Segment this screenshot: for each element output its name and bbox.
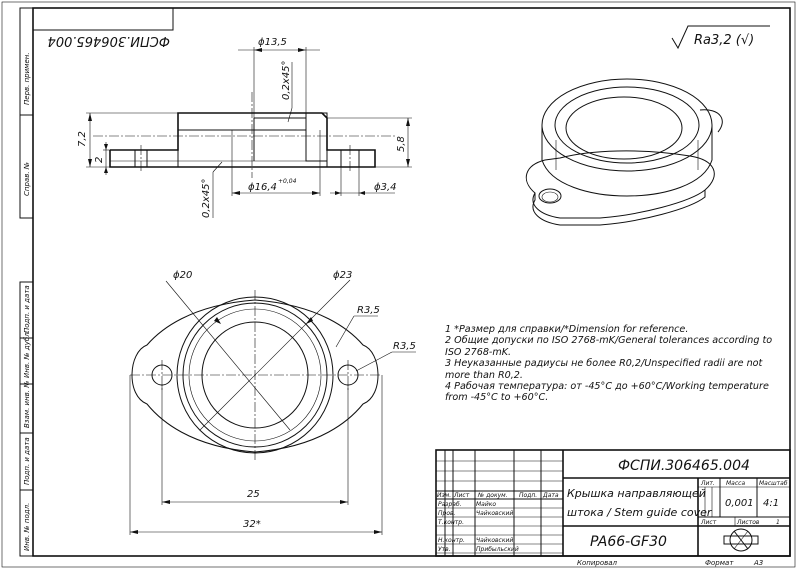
tb-razrab-role: Разраб. xyxy=(438,501,462,508)
strip-sprav-no: Справ. № xyxy=(23,162,31,196)
strip-podp-data-1: Подп. и дата xyxy=(23,285,31,333)
mirrored-doc-number: ФСПИ.306465.004 xyxy=(48,33,170,48)
note-2: 2 Общие допуски по ISO 2768-mK/General t… xyxy=(445,335,773,358)
tb-col-podp: Подп. xyxy=(519,492,537,499)
tb-scale-label: Масштаб xyxy=(759,480,788,487)
roughness-symbol: Ra3,2 (√) xyxy=(671,25,770,50)
note-4: 4 Рабочая температура: от -45°C до +60°C… xyxy=(445,381,769,404)
dim-h5-8: 5,8 xyxy=(396,136,407,152)
roughness-label: Ra3,2 (√) xyxy=(694,33,754,48)
title-line-1: Крышка направляющей xyxy=(567,487,706,500)
isometric-view xyxy=(525,78,723,226)
dim-r3-5-a: R3,5 xyxy=(357,305,380,316)
tb-razrab-name: Майко xyxy=(476,501,496,508)
dim-d16-4: ϕ16,4 xyxy=(248,182,277,193)
note-1: 1 *Размер для справки/*Dimension for ref… xyxy=(445,324,689,335)
format-label: Формат xyxy=(705,559,734,567)
dim-chamfer-bottom: 0,2x45° xyxy=(201,178,212,218)
format-value: A3 xyxy=(753,559,763,567)
tb-utv-name: Прибыльский xyxy=(476,546,519,553)
hatch-wall xyxy=(305,112,328,162)
dim-r3-5-b: R3,5 xyxy=(393,341,416,352)
dim-d13-5: ϕ13,5 xyxy=(258,37,287,48)
tb-sheet-label: Лист xyxy=(700,519,717,526)
strip-vzam-inv: Взам. инв. № xyxy=(23,380,31,428)
dim-tol-16-4: +0,04 xyxy=(278,178,297,185)
tb-prov-role: Пров. xyxy=(438,510,456,517)
tb-col-data: Дата xyxy=(542,492,559,499)
dim-chamfer-top: 0,2x45° xyxy=(281,60,292,100)
dim-d3-4: ϕ3,4 xyxy=(374,182,397,193)
dim-h2: 2 xyxy=(94,157,105,163)
strip-inv-podl: Инв. № подл. xyxy=(23,503,31,551)
company-logo xyxy=(723,528,759,552)
hatch-flange-right xyxy=(358,149,376,168)
tb-col-doc: № докум. xyxy=(477,492,508,499)
copied-label: Копировал xyxy=(577,559,618,567)
tb-mass-value: 0,001 xyxy=(725,498,754,509)
top-view: ϕ20 ϕ23 R3,5 R3,5 25 32* xyxy=(129,270,416,535)
strip-inv-dubl: Инв. № дубл. xyxy=(23,330,31,378)
tb-scale-value: 4:1 xyxy=(763,498,779,509)
title-block: Изм. Лист № докум. Подп. Дата Разраб. Ма… xyxy=(435,449,791,557)
material: PA66-GF30 xyxy=(590,534,667,550)
tb-col-izm: Изм. xyxy=(437,492,451,499)
strip-podp-data-2: Подп. и дата xyxy=(23,437,31,485)
tb-nkontr-name: Чайковский xyxy=(476,537,513,544)
strip-perv-primen: Перв. примен. xyxy=(23,52,31,105)
tb-prov-name: Чайковский xyxy=(476,510,513,517)
tb-sheets-value: 1 xyxy=(776,519,780,526)
mirrored-doc-number-box: ФСПИ.306465.004 xyxy=(32,7,174,48)
dim-d23: ϕ23 xyxy=(333,270,352,281)
section-view: ϕ13,5 0,2x45° 7,2 2 5,8 ϕ16,4 +0,04 xyxy=(77,37,412,218)
dim-h7-2: 7,2 xyxy=(77,131,88,147)
tb-tkontr-role: Т.контр. xyxy=(438,519,464,526)
dim-w32: 32* xyxy=(243,519,261,530)
left-strip-upper: Перв. примен. Справ. № xyxy=(19,7,34,219)
left-strip-lower: Подп. и дата Инв. № дубл. Взам. инв. № П… xyxy=(19,281,34,557)
tb-mass-label: Масса xyxy=(726,480,745,487)
technical-notes: 1 *Размер для справки/*Dimension for ref… xyxy=(445,324,785,404)
dim-d20: ϕ20 xyxy=(173,270,192,281)
note-3: 3 Неуказанные радиусы не более R0,2/Unsp… xyxy=(445,358,763,381)
tb-lit-label: Лит. xyxy=(700,480,715,487)
tb-utv-role: Утв. xyxy=(438,546,451,553)
hatch-flange xyxy=(326,149,342,168)
title-block-doc-number: ФСПИ.306465.004 xyxy=(618,458,750,474)
title-line-2: штока / Stem guide cover xyxy=(567,506,713,519)
tb-col-list: Лист xyxy=(453,492,470,499)
dim-w25: 25 xyxy=(247,489,260,500)
tb-sheets-label: Листов xyxy=(736,519,760,526)
tb-nkontr-role: Н.контр. xyxy=(438,537,465,544)
